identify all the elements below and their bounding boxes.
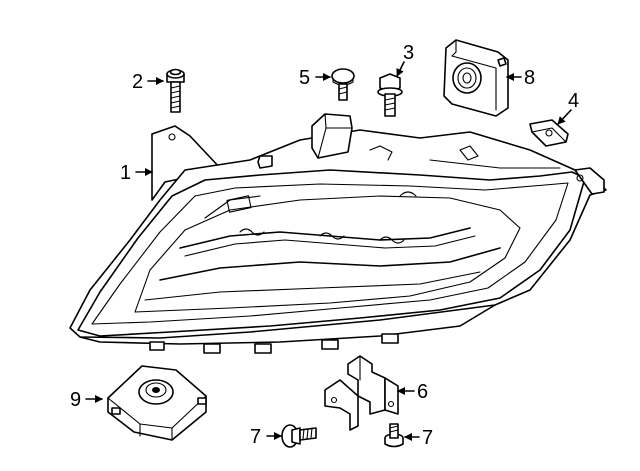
bolt-part-2 bbox=[166, 68, 185, 113]
callout-labels: 1 2 3 4 5 6 7 7 8 9 bbox=[70, 42, 579, 449]
callout-1: 1 bbox=[120, 162, 131, 184]
module-part-8 bbox=[443, 39, 509, 117]
callout-9: 9 bbox=[70, 389, 81, 411]
screw-part-5 bbox=[331, 68, 355, 101]
clip-part-4 bbox=[529, 119, 569, 147]
bracket-part-6 bbox=[324, 355, 399, 431]
module-part-9 bbox=[107, 365, 207, 441]
callout-2: 2 bbox=[132, 71, 143, 93]
callout-4: 4 bbox=[568, 90, 579, 112]
callout-7-right: 7 bbox=[422, 427, 433, 449]
callout-5: 5 bbox=[299, 67, 310, 89]
callout-3: 3 bbox=[403, 42, 414, 64]
leader-lines bbox=[85, 61, 572, 441]
bolt-part-3 bbox=[377, 73, 403, 117]
callout-6: 6 bbox=[417, 381, 428, 403]
screw-part-7b bbox=[384, 423, 404, 448]
screw-part-7a bbox=[281, 424, 317, 448]
callout-8: 8 bbox=[524, 67, 535, 89]
headlamp-assembly bbox=[69, 113, 607, 354]
callout-7-left: 7 bbox=[250, 426, 261, 448]
